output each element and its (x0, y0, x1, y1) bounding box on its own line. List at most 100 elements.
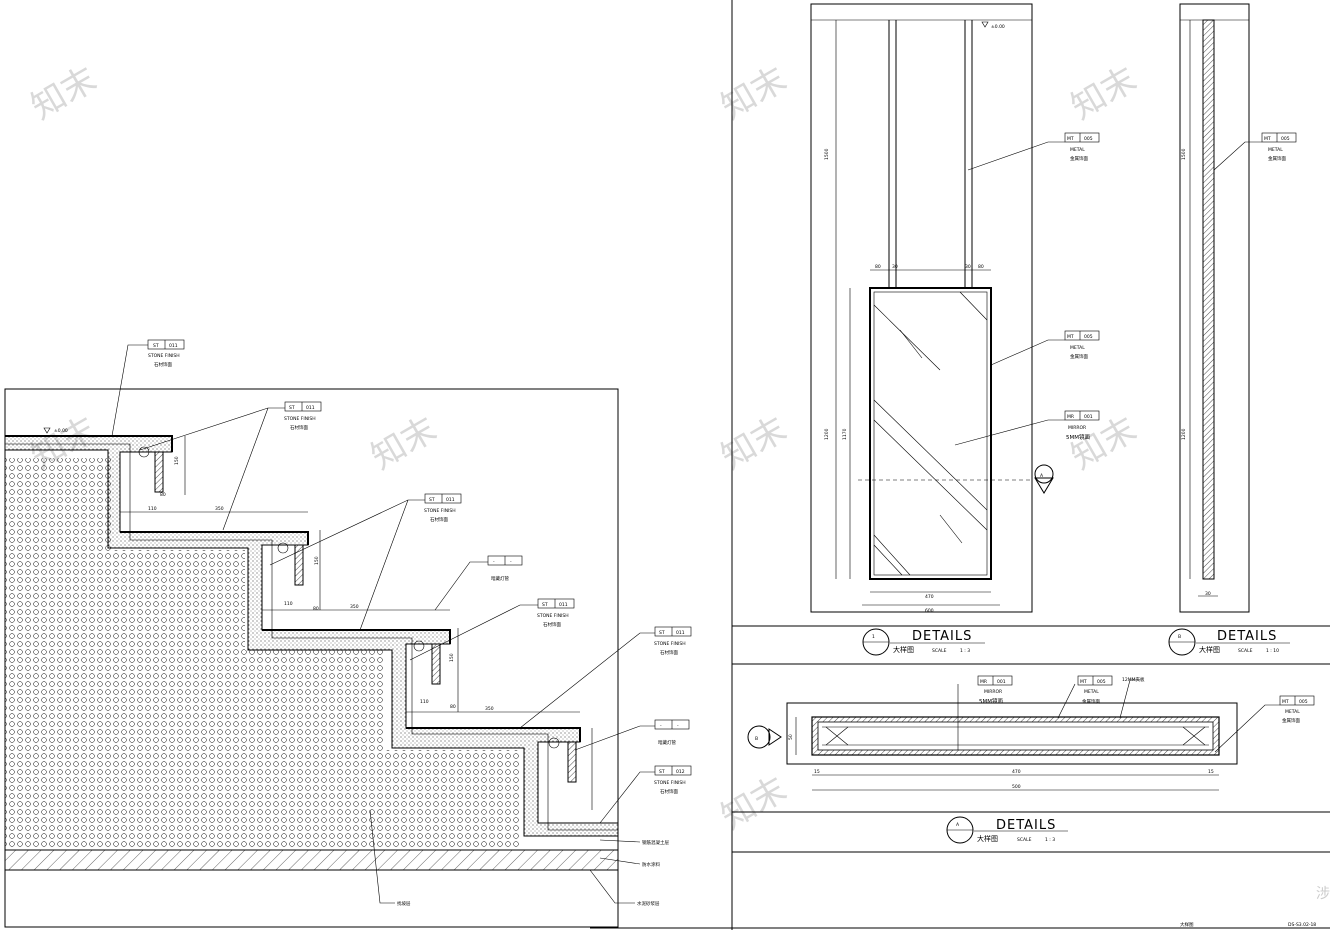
detail1-tag-mirror: MR 001 MIRROR 5MM镜面 (1064, 410, 1100, 441)
svg-text:SCALE: SCALE (1017, 837, 1032, 843)
detaila-dims (795, 717, 1219, 791)
svg-text:石材饰面: 石材饰面 (660, 788, 678, 795)
detaila-note-plywood: 12MM夹板 (1122, 676, 1145, 683)
svg-text:知末: 知末 (1065, 409, 1144, 478)
svg-text:金属饰面: 金属饰面 (1268, 155, 1286, 162)
svg-text:大样图: 大样图 (1199, 645, 1220, 654)
svg-text:MIRROR: MIRROR (1068, 425, 1086, 431)
svg-text:大样图: 大样图 (893, 645, 914, 654)
section-dim-6: 150 (449, 653, 455, 662)
section-dim-2: 350 (350, 604, 359, 610)
svg-text:STONE FINISH: STONE FINISH (654, 641, 686, 647)
svg-text:B: B (1178, 634, 1181, 640)
svg-text:B: B (755, 736, 758, 742)
svg-text:知末: 知末 (1065, 59, 1144, 128)
svg-text:METAL: METAL (1084, 689, 1099, 695)
svg-text:005: 005 (1084, 334, 1093, 340)
svg-text:MR: MR (980, 679, 987, 685)
svg-text:1 : 3: 1 : 3 (960, 648, 970, 654)
section-marker-a (1034, 464, 1054, 484)
svg-text:暗藏灯管: 暗藏灯管 (658, 739, 676, 746)
svg-text:METAL: METAL (1070, 147, 1085, 153)
svg-text:METAL: METAL (1070, 345, 1085, 351)
svg-text:1 : 10: 1 : 10 (1266, 648, 1279, 654)
note-2: 防水涂料 (642, 861, 660, 868)
stone-tag-3: ST 011 STONE FINISH 石材饰面 (424, 493, 462, 523)
svg-text:金属饰面: 金属饰面 (1070, 155, 1088, 162)
svg-text:DETAILS: DETAILS (996, 818, 1056, 833)
svg-text:金属饰面: 金属饰面 (1282, 717, 1300, 724)
svg-text:石材饰面: 石材饰面 (154, 361, 172, 368)
svg-text:METAL: METAL (1285, 709, 1300, 715)
svg-text:-: - (660, 724, 662, 729)
svg-text:大样图: 大样图 (977, 834, 998, 843)
detail1-dims (835, 20, 1000, 606)
svg-text:012: 012 (676, 769, 685, 775)
section-dim-10: 80 (160, 492, 166, 498)
svg-text:011: 011 (559, 602, 568, 608)
mirror-reflection-lines (873, 291, 988, 576)
detail1-dim-top: 1500 (824, 148, 830, 160)
svg-text:MIRROR: MIRROR (984, 689, 1002, 695)
detaila-tag-metal-1: MT 005 METAL 金属饰面 (1077, 675, 1113, 705)
section-dim-4: 150 (174, 456, 180, 465)
stair-section-drawing: ±0.00 350 350 350 150 150 150 110 110 11… (4, 339, 692, 928)
section-dim-3: 350 (485, 706, 494, 712)
svg-text:SCALE: SCALE (1238, 648, 1253, 654)
svg-text:1 : 3: 1 : 3 (1045, 837, 1055, 843)
svg-text:STONE FINISH: STONE FINISH (537, 613, 569, 619)
detaila-dim-w2: 500 (1012, 784, 1021, 790)
stone-tag-5: ST 011 STONE FINISH 石材饰面 (654, 626, 692, 656)
svg-text:ST: ST (659, 630, 665, 636)
detail1-tag-metal-2: MT 005 METAL 金属饰面 (1064, 330, 1100, 360)
detail1-dim-s3: 30 (965, 264, 971, 270)
svg-text:011: 011 (169, 343, 178, 349)
detaila-dim-s2: 15 (1208, 769, 1214, 775)
section-dim-12: 80 (450, 704, 456, 710)
detail1-dim-w1: 470 (925, 594, 934, 600)
detail1-dim-s2: 30 (892, 264, 898, 270)
svg-text:ST: ST (153, 343, 159, 349)
svg-text:ST: ST (429, 497, 435, 503)
section-dim-11: 80 (313, 606, 319, 612)
detail1-dim-s4: 80 (978, 264, 984, 270)
svg-text:石材饰面: 石材饰面 (290, 424, 308, 431)
svg-text:-: - (677, 724, 679, 729)
svg-text:005: 005 (1084, 136, 1093, 142)
note-1: 钢筋混凝土层 (642, 839, 669, 846)
svg-text:知末: 知末 (25, 59, 104, 128)
svg-text:MR: MR (1067, 414, 1074, 420)
section-dim-8: 110 (284, 601, 293, 607)
detail1-dim-mid: 1200 (824, 428, 830, 440)
light-tag-1: - - 暗藏灯管 (487, 555, 523, 582)
detail1-title: 1 DETAILS 大样图 SCALE 1 : 3 (862, 628, 985, 656)
detailb-tag-metal: MT 005 METAL 金属饰面 (1261, 132, 1297, 162)
svg-text:石材饰面: 石材饰面 (543, 621, 561, 628)
detaila-tag-mirror: MR 001 MIRROR 5MM镜面 (977, 675, 1013, 705)
detailb-dims (1189, 20, 1218, 597)
svg-text:石材饰面: 石材饰面 (660, 649, 678, 656)
svg-text:METAL: METAL (1268, 147, 1283, 153)
detaila-dim-h: 50 (788, 734, 794, 740)
svg-text:ST: ST (542, 602, 548, 608)
svg-text:SCALE: SCALE (932, 648, 947, 654)
detail1-tag-metal-1: MT 005 METAL 金属饰面 (1064, 132, 1100, 162)
svg-text:011: 011 (676, 630, 685, 636)
svg-text:-: - (510, 560, 512, 565)
svg-text:金属饰面: 金属饰面 (1070, 353, 1088, 360)
svg-text:005: 005 (1281, 136, 1290, 142)
svg-text:知末: 知末 (715, 769, 794, 838)
sheet-dividers (590, 0, 1330, 930)
svg-text:MT: MT (1067, 334, 1074, 340)
sheet-footer: 大样图 DS-S3.02-18 涉 (1180, 886, 1330, 928)
svg-text:011: 011 (306, 405, 315, 411)
section-dims (120, 436, 593, 810)
svg-text:005: 005 (1097, 679, 1106, 685)
svg-text:金属饰面: 金属饰面 (1082, 698, 1100, 705)
svg-text:5MM镜面: 5MM镜面 (979, 697, 1003, 705)
detail1-dim-s1: 80 (875, 264, 881, 270)
svg-text:MT: MT (1282, 699, 1289, 705)
section-leaders (111, 344, 655, 904)
ground-hatch (4, 849, 619, 871)
detailb-dim-top: 1500 (1181, 148, 1187, 160)
